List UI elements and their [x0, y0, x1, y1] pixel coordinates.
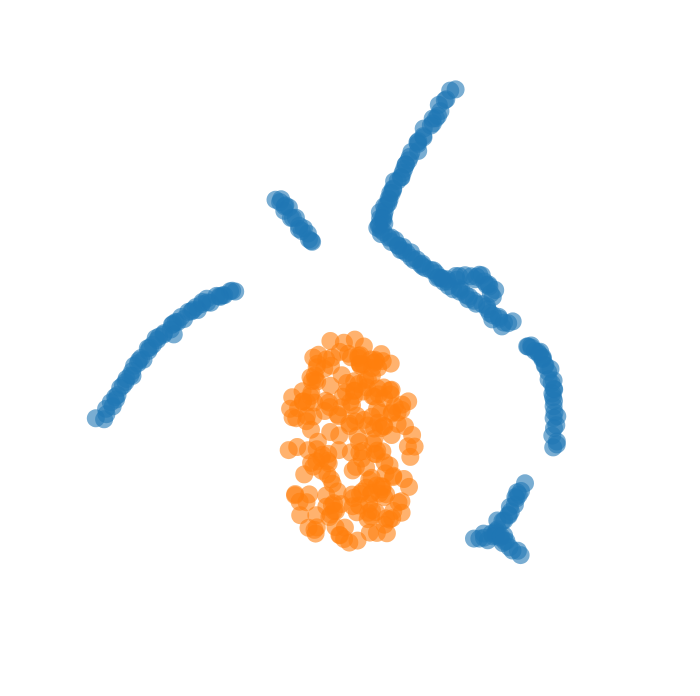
series-1-point-170: [324, 502, 343, 520]
series-0: [86, 80, 567, 565]
series-1-point-177: [351, 346, 370, 365]
series-1-point-118: [279, 441, 298, 460]
series-1-point-144: [384, 502, 403, 520]
series-0-point-258: [511, 546, 530, 565]
series-1-point-209: [375, 453, 394, 472]
series-1-point-218: [369, 413, 388, 432]
series-1-point-184: [392, 400, 411, 419]
series-1-point-213: [323, 474, 342, 493]
series-1-point-211: [353, 382, 372, 401]
series-1-point-189: [283, 408, 302, 427]
series-layer: [86, 80, 567, 565]
series-1-point-205: [338, 374, 357, 392]
series-1-point-204: [297, 493, 316, 512]
series-1-point-127: [304, 348, 323, 367]
series-1-point-173: [362, 501, 381, 520]
series-1-point-180: [326, 518, 345, 537]
series-1-point-191: [346, 457, 365, 476]
series-1: [279, 330, 424, 552]
series-1-point-157: [367, 523, 386, 542]
series-1-point-196: [329, 441, 348, 460]
series-1-point-175: [316, 391, 335, 410]
series-0-point-73: [303, 232, 322, 251]
series-1-point-162: [381, 354, 400, 373]
series-1-point-192: [400, 477, 418, 496]
series-1-point-25: [321, 376, 340, 395]
series-0-point-223: [544, 438, 563, 457]
series-0-point-181: [483, 288, 502, 306]
series-1-point-208: [372, 477, 391, 496]
series-1-point-210: [330, 426, 349, 445]
series-1-point-206: [340, 533, 359, 552]
series-1-point-214: [381, 381, 399, 400]
series-1-point-183: [355, 410, 373, 429]
series-1-point-207: [350, 433, 369, 451]
series-1-point-178: [396, 417, 414, 436]
series-1-point-149: [343, 497, 362, 516]
series-1-point-216: [398, 437, 417, 456]
series-1-point-155: [367, 352, 386, 371]
series-1-point-195: [318, 452, 337, 470]
series-1-point-199: [305, 366, 324, 385]
series-1-point-219: [307, 518, 326, 537]
series-0-point-55: [226, 282, 245, 301]
series-1-point-217: [330, 342, 349, 361]
series-0-point-190: [503, 312, 522, 331]
series-1-point-194: [293, 392, 312, 411]
series-1-point-202: [353, 482, 372, 501]
